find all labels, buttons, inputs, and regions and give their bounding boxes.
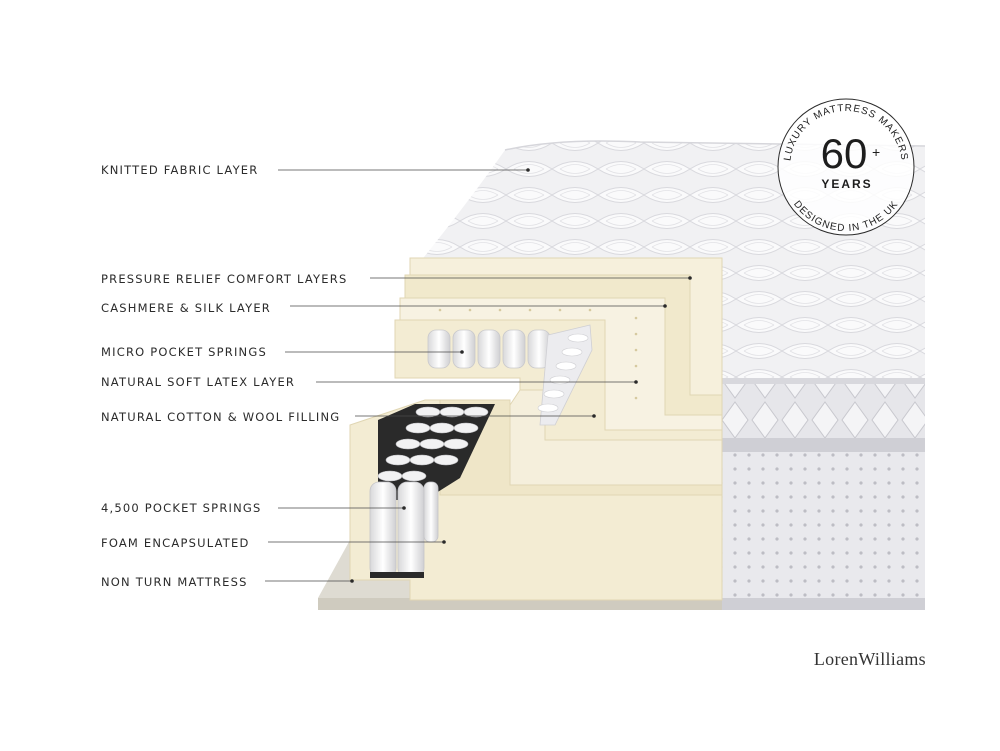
label-knitted-fabric-layer: KNITTED FABRIC LAYER xyxy=(101,163,258,177)
label-cashmere-silk-layer: CASHMERE & SILK LAYER xyxy=(101,301,271,315)
label-pocket-springs-4500: 4,500 POCKET SPRINGS xyxy=(101,501,262,515)
badge-plus: + xyxy=(872,144,880,160)
label-foam-encapsulated: FOAM ENCAPSULATED xyxy=(101,536,250,550)
label-natural-cotton-wool-filling: NATURAL COTTON & WOOL FILLING xyxy=(101,410,340,424)
label-micro-pocket-springs: MICRO POCKET SPRINGS xyxy=(101,345,267,359)
badge-number: 60 xyxy=(808,130,880,178)
side-panels xyxy=(722,378,925,610)
label-pressure-relief-comfort-layers: PRESSURE RELIEF COMFORT LAYERS xyxy=(101,272,347,286)
brand-logo: LorenWilliams xyxy=(814,649,926,670)
label-natural-soft-latex-layer: NATURAL SOFT LATEX LAYER xyxy=(101,375,295,389)
badge-unit: YEARS xyxy=(806,177,888,191)
label-non-turn-mattress: NON TURN MATTRESS xyxy=(101,575,248,589)
